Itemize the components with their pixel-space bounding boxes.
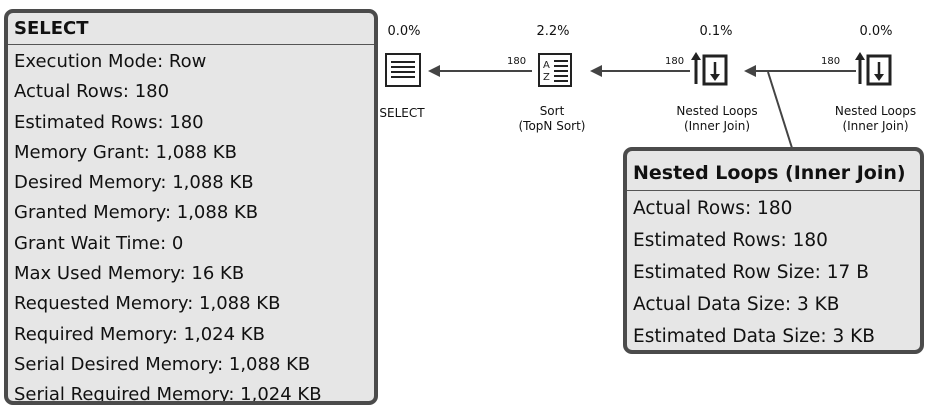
sort-icon[interactable]: A Z [538,53,572,87]
row-count-label: 180 [821,56,841,67]
panel-title: SELECT [8,13,374,45]
property-granted-memory: Granted Memory: 1,088 KB [14,202,259,224]
property-execution-mode: Execution Mode: Row [14,51,207,72]
operator-label: Nested Loops [676,104,758,118]
property-estimated-rows: Estimated Rows: 180 [14,111,204,133]
select-properties-panel: SELECT Execution Mode: Row Actual Rows: … [4,9,378,405]
property-desired-memory: Desired Memory: 1,088 KB [14,172,254,194]
property-actual-rows: Actual Rows: 180 [14,81,170,103]
operator-cost-percent: 0.0% [387,24,421,39]
property-serial-desired-memory: Serial Desired Memory: 1,088 KB [14,353,311,375]
svg-text:A: A [543,60,550,71]
property-estimated-rows: Estimated Rows: 180 [633,230,828,251]
property-requested-memory: Requested Memory: 1,088 KB [14,293,281,315]
nested-loops-icon[interactable] [854,50,896,88]
property-actual-rows: Actual Rows: 180 [633,198,793,219]
property-serial-required-memory: Serial Required Memory: 1,024 KB [14,384,322,405]
operator-label: Sort [539,104,565,118]
operator-sublabel: (TopN Sort) [518,119,586,133]
row-count-label: 180 [507,56,527,67]
data-flow-arrow-icon [744,64,856,78]
property-memory-grant: Memory Grant: 1,088 KB [14,141,237,163]
nested-loops-icon[interactable] [690,50,732,88]
operator-cost-percent: 0.1% [699,24,733,39]
data-flow-arrow-icon [428,64,532,78]
operator-sublabel: (Inner Join) [842,119,909,133]
operator-label: SELECT [379,106,425,120]
select-icon[interactable] [385,53,421,87]
tooltip-pointer-line [760,70,800,150]
nested-loops-properties-panel: Nested Loops (Inner Join) Actual Rows: 1… [623,147,924,354]
svg-text:Z: Z [543,72,550,83]
operator-label: Nested Loops [834,104,917,118]
property-actual-data-size: Actual Data Size: 3 KB [633,294,840,315]
operator-cost-percent: 2.2% [536,24,570,39]
property-grant-wait-time: Grant Wait Time: 0 [14,232,184,254]
property-estimated-row-size: Estimated Row Size: 17 B [633,262,869,283]
property-required-memory: Required Memory: 1,024 KB [14,323,265,345]
data-flow-arrow-icon [590,64,690,78]
operator-cost-percent: 0.0% [859,24,893,39]
property-estimated-data-size: Estimated Data Size: 3 KB [633,326,875,347]
property-max-used-memory: Max Used Memory: 16 KB [14,263,245,285]
panel-title: Nested Loops (Inner Join) [627,151,920,191]
operator-sublabel: (Inner Join) [683,119,751,133]
row-count-label: 180 [665,56,685,67]
